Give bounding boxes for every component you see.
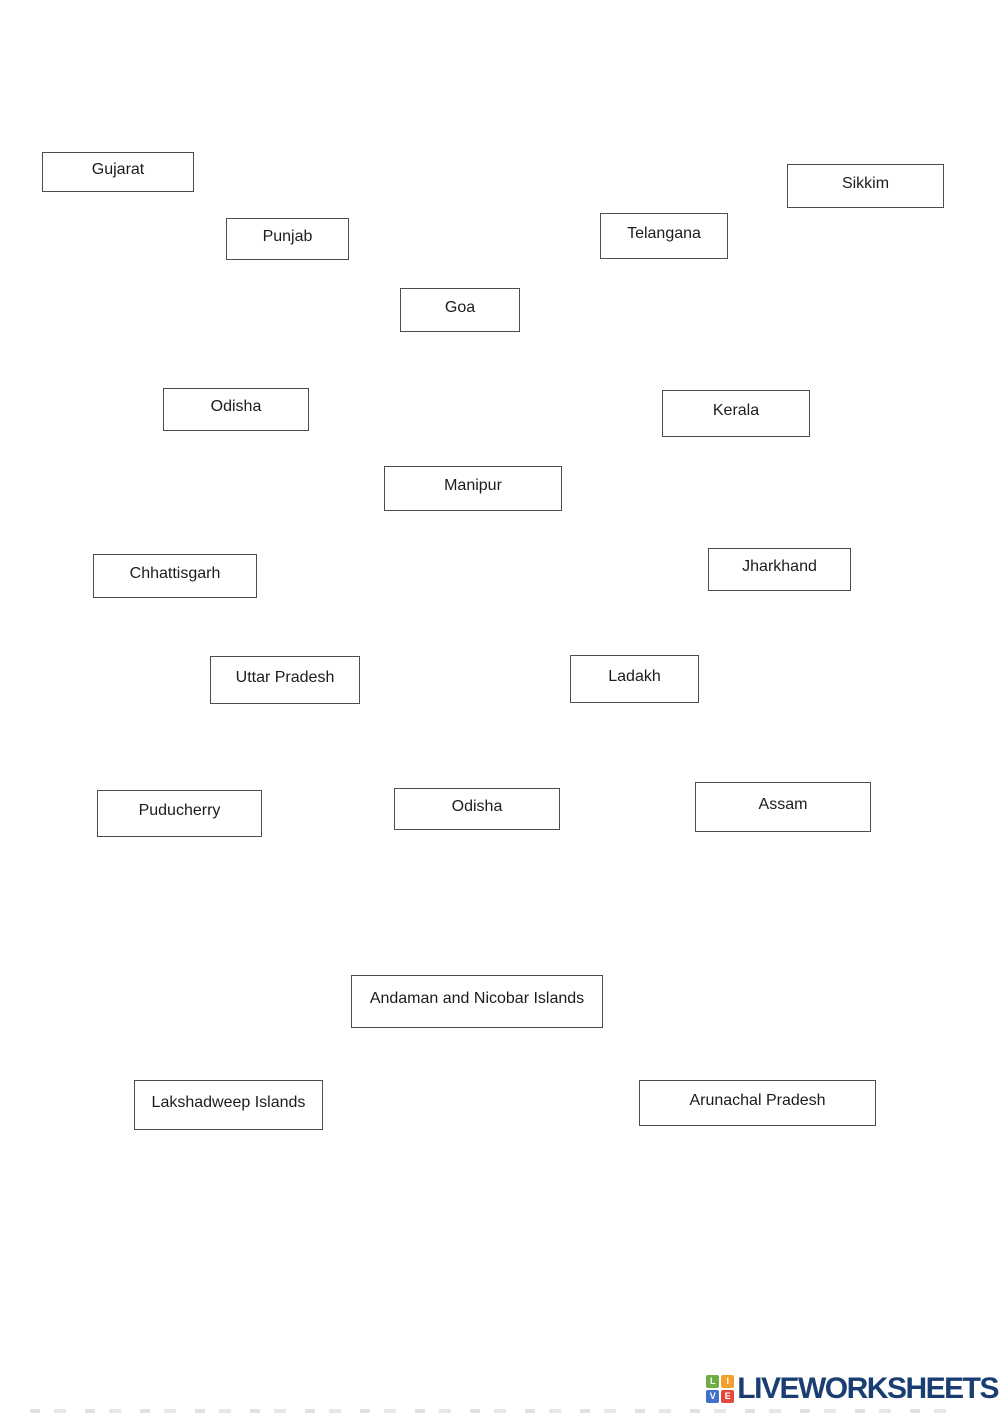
state-label: Goa bbox=[444, 298, 476, 316]
state-box-odisha-2[interactable]: Odisha bbox=[394, 788, 560, 830]
logo-square-i: I bbox=[721, 1375, 735, 1388]
state-label: Andaman and Nicobar Islands bbox=[369, 990, 585, 1007]
state-box-uttar-pradesh[interactable]: Uttar Pradesh bbox=[210, 656, 360, 704]
state-label: Uttar Pradesh bbox=[235, 668, 335, 686]
state-box-lakshadweep-islands[interactable]: Lakshadweep Islands bbox=[134, 1080, 323, 1130]
state-label: Puducherry bbox=[138, 802, 221, 819]
state-label: Assam bbox=[758, 795, 808, 813]
state-box-manipur[interactable]: Manipur bbox=[384, 466, 562, 511]
state-box-kerala[interactable]: Kerala bbox=[662, 390, 810, 437]
state-label: Ladakh bbox=[608, 667, 661, 685]
cut-off-text-sliver bbox=[30, 1409, 960, 1413]
state-box-telangana[interactable]: Telangana bbox=[600, 213, 728, 259]
state-label: Gujarat bbox=[91, 160, 145, 178]
state-label: Odisha bbox=[451, 797, 503, 815]
state-box-andaman-and-nicobar-islands[interactable]: Andaman and Nicobar Islands bbox=[351, 975, 603, 1028]
state-label: Arunachal Pradesh bbox=[689, 1091, 826, 1109]
state-label: Jharkhand bbox=[742, 558, 817, 575]
state-box-puducherry[interactable]: Puducherry bbox=[97, 790, 262, 837]
state-box-arunachal-pradesh[interactable]: Arunachal Pradesh bbox=[639, 1080, 876, 1126]
logo-square-v: V bbox=[706, 1390, 720, 1403]
liveworksheets-live-squares-icon: L I V E bbox=[706, 1375, 735, 1403]
state-box-gujarat[interactable]: Gujarat bbox=[42, 152, 194, 192]
state-box-jharkhand[interactable]: Jharkhand bbox=[708, 548, 851, 591]
state-label: Lakshadweep Islands bbox=[151, 1093, 306, 1111]
liveworksheets-wordmark: LIVEWORKSHEETS bbox=[737, 1372, 999, 1405]
state-box-ladakh[interactable]: Ladakh bbox=[570, 655, 699, 703]
state-label: Telangana bbox=[627, 224, 701, 242]
state-label: Sikkim bbox=[841, 174, 890, 192]
logo-square-e: E bbox=[721, 1390, 735, 1403]
state-label: Odisha bbox=[210, 398, 262, 415]
state-label: Punjab bbox=[262, 227, 313, 245]
state-label: Kerala bbox=[712, 402, 760, 419]
state-box-goa[interactable]: Goa bbox=[400, 288, 520, 332]
state-label: Chhattisgarh bbox=[129, 564, 221, 582]
logo-square-l: L bbox=[706, 1375, 720, 1388]
state-box-sikkim[interactable]: Sikkim bbox=[787, 164, 944, 208]
liveworksheets-logo: L I V E LIVEWORKSHEETS bbox=[706, 1372, 999, 1405]
state-box-chhattisgarh[interactable]: Chhattisgarh bbox=[93, 554, 257, 598]
state-box-assam[interactable]: Assam bbox=[695, 782, 871, 832]
state-box-odisha[interactable]: Odisha bbox=[163, 388, 309, 431]
state-label: Manipur bbox=[444, 477, 502, 494]
state-box-punjab[interactable]: Punjab bbox=[226, 218, 349, 260]
